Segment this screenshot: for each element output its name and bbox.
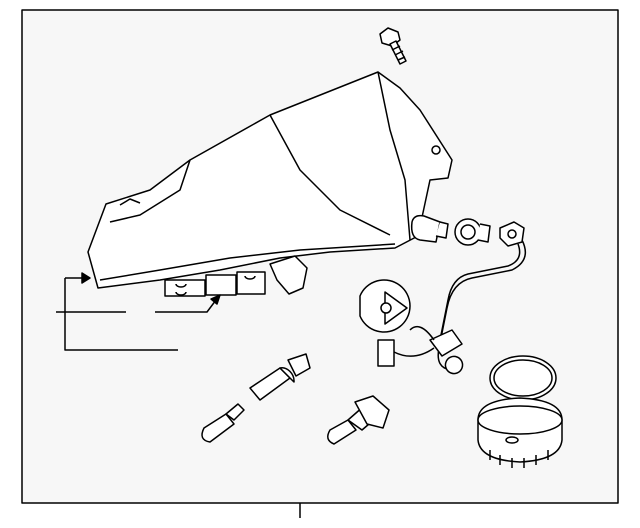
small-bulb-icon bbox=[201, 403, 245, 443]
bolt-icon bbox=[379, 27, 407, 65]
gasket-ring-icon bbox=[489, 355, 557, 401]
socket-cover-icon bbox=[477, 397, 563, 468]
halogen-bulb-icon bbox=[327, 395, 390, 445]
connector-icon bbox=[499, 221, 525, 247]
bulb-socket-long-icon bbox=[249, 353, 311, 401]
bulb-socket-icon bbox=[454, 218, 491, 246]
headlamp-assembly-icon bbox=[87, 71, 453, 297]
callout-lines bbox=[56, 272, 221, 351]
wedge-bulb-icon bbox=[410, 214, 449, 243]
wiring-harness-icon bbox=[359, 239, 527, 375]
